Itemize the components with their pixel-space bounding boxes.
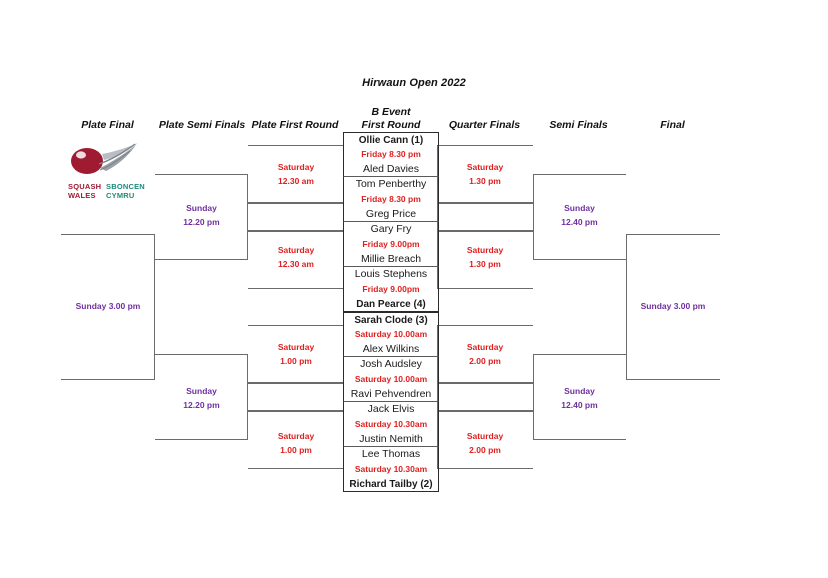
plate-first-round-time: Saturday — [277, 162, 315, 172]
logo-text-wales: WALES — [68, 191, 96, 200]
plate-first-round-time: Saturday — [277, 342, 315, 352]
player-slot[interactable]: Sarah Clode (3) — [343, 312, 439, 327]
logo-text-cymru: CYMRU — [106, 191, 135, 200]
quarter-final-box-5 — [437, 383, 533, 411]
player-slot[interactable]: Gary Fry — [343, 222, 439, 237]
match-time: Saturday 10.30am — [343, 417, 439, 432]
quarter-final-box-4 — [437, 325, 533, 383]
header-semi-finals: Semi Finals — [549, 119, 608, 131]
match-time: Friday 8.30 pm — [343, 147, 439, 162]
plate-first-round-time: 12.30 am — [278, 259, 314, 269]
final-box — [626, 234, 720, 380]
match-time: Saturday 10.30am — [343, 462, 439, 477]
quarter-final-time: 2.00 pm — [469, 356, 501, 366]
semi-final-time: 12.40 pm — [561, 400, 598, 410]
plate-semi-final-box-bottom — [155, 354, 248, 440]
player-slot[interactable]: Aled Davies — [343, 162, 439, 177]
plate-first-round-time: 1.00 pm — [280, 445, 312, 455]
plate-first-round-time: 1.00 pm — [280, 356, 312, 366]
player-slot[interactable]: Ollie Cann (1) — [343, 132, 439, 147]
player-slot[interactable]: Josh Audsley — [343, 357, 439, 372]
plate-semi-final-box-top — [155, 174, 248, 260]
semi-final-time: Sunday — [564, 203, 595, 213]
page-title: Hirwaun Open 2022 — [362, 77, 466, 89]
header-final: Final — [660, 119, 685, 131]
player-slot[interactable]: Jack Elvis — [343, 402, 439, 417]
plate-first-round-box-5 — [248, 383, 344, 411]
player-slot[interactable]: Richard Tailby (2) — [343, 477, 439, 492]
match-time: Friday 9.00pm — [343, 237, 439, 252]
header-first-round: First Round — [361, 119, 421, 131]
plate-semi-final-time: Sunday — [186, 203, 217, 213]
header-plate-first-round: Plate First Round — [251, 119, 339, 131]
player-slot[interactable]: Ravi Pehvendren — [343, 387, 439, 402]
match-time: Friday 8.30 pm — [343, 192, 439, 207]
quarter-final-time: 1.30 pm — [469, 176, 501, 186]
plate-first-round-time: 12.30 am — [278, 176, 314, 186]
plate-final-time: Sunday 3.00 pm — [75, 301, 141, 311]
logo-text-squash: SQUASH — [68, 182, 102, 191]
squash-wales-logo: SQUASH SBONCEN WALES CYMRU — [66, 142, 150, 202]
player-slot[interactable]: Greg Price — [343, 207, 439, 222]
player-slot[interactable]: Louis Stephens — [343, 267, 439, 282]
semi-final-box-top — [533, 174, 626, 260]
quarter-final-time: 2.00 pm — [469, 445, 501, 455]
quarter-final-time: Saturday — [466, 342, 504, 352]
logo-text-sboncen: SBONCEN — [106, 182, 145, 191]
quarter-final-box-6 — [437, 411, 533, 469]
match-time: Saturday 10.00am — [343, 372, 439, 387]
quarter-final-time: Saturday — [466, 162, 504, 172]
header-b-event: B Event — [371, 106, 411, 118]
plate-final-box — [61, 234, 155, 380]
plate-semi-final-time: Sunday — [186, 386, 217, 396]
header-plate-semi-finals: Plate Semi Finals — [158, 119, 246, 131]
logo-graphic — [71, 143, 138, 174]
semi-final-box-bottom — [533, 354, 626, 440]
plate-semi-final-time: 12.20 pm — [183, 217, 220, 227]
quarter-final-box-3 — [437, 231, 533, 289]
player-slot[interactable]: Tom Penberthy — [343, 177, 439, 192]
header-quarter-finals: Quarter Finals — [448, 119, 521, 131]
player-slot[interactable]: Millie Breach — [343, 252, 439, 267]
quarter-final-time: Saturday — [466, 431, 504, 441]
header-plate-final: Plate Final — [81, 119, 134, 131]
quarter-final-box-2 — [437, 203, 533, 231]
player-slot[interactable]: Lee Thomas — [343, 447, 439, 462]
player-slot[interactable]: Dan Pearce (4) — [343, 297, 439, 312]
plate-semi-final-time: 12.20 pm — [183, 400, 220, 410]
plate-first-round-time: Saturday — [277, 245, 315, 255]
plate-first-round-box-2 — [248, 203, 344, 231]
quarter-final-time: 1.30 pm — [469, 259, 501, 269]
quarter-final-time: Saturday — [466, 245, 504, 255]
final-time: Sunday 3.00 pm — [640, 301, 706, 311]
player-slot[interactable]: Justin Nemith — [343, 432, 439, 447]
match-time: Saturday 10.00am — [343, 327, 439, 342]
quarter-final-box-1 — [437, 145, 533, 203]
semi-final-time: 12.40 pm — [561, 217, 598, 227]
match-time: Friday 9.00pm — [343, 282, 439, 297]
player-slot[interactable]: Alex Wilkins — [343, 342, 439, 357]
plate-first-round-time: Saturday — [277, 431, 315, 441]
semi-final-time: Sunday — [564, 386, 595, 396]
